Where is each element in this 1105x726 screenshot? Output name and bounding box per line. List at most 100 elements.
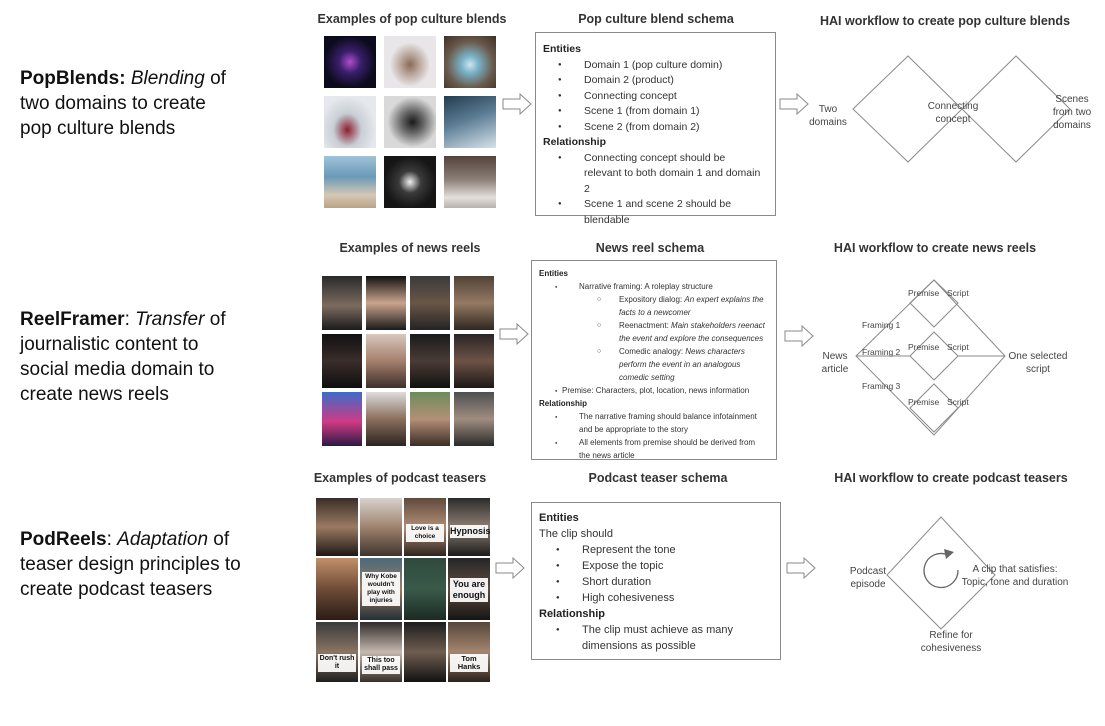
row3-name: PodReels <box>20 529 107 550</box>
row1-wf-left: Two domains <box>809 104 847 128</box>
row2-entities-list: Narrative framing: A roleplay structure … <box>532 280 776 397</box>
pod-thumb-12: Tom Hanks <box>448 622 490 682</box>
row2-sub-3: Comedic analogy: News characters perform… <box>532 345 776 384</box>
row3-wf-right: A clip that satisfies: Topic, tone and d… <box>961 564 1069 588</box>
row3-entity-2: Expose the topic <box>532 558 780 574</box>
pod-caption-kobe: Why Kobe wouldn't play with injuries <box>362 572 400 606</box>
row2-wf-premise-1: Premise <box>908 288 940 298</box>
reel-thumb-11 <box>410 392 450 446</box>
row2-sub-3-label: Comedic analogy: <box>619 347 686 356</box>
row2-wf-framing2: Framing 2 <box>862 347 901 357</box>
blend-thumb-8 <box>384 156 436 208</box>
row2-sub-1-desc: An expert explains the facts to a newcom… <box>619 295 764 317</box>
row3-rel-head: Relationship <box>539 608 606 620</box>
reel-thumb-3 <box>410 276 450 330</box>
row2-rel-head: Relationship <box>539 399 588 408</box>
row3-entity-3: Short duration <box>532 574 780 590</box>
row1-diamond-right <box>961 55 1071 163</box>
row3-cycle-arrowhead <box>944 549 954 559</box>
pod-thumb-8: You are enough <box>448 558 490 620</box>
row1-schema-title: Pop culture blend schema <box>578 12 734 26</box>
row3-entities-list: Represent the tone Expose the topic Shor… <box>532 542 780 606</box>
reel-thumb-1 <box>322 276 362 330</box>
reel-thumb-4 <box>454 276 494 330</box>
pod-caption-rush: Don't rush it <box>318 654 356 672</box>
row1-entity-1: Domain 1 (pop culture domin) <box>536 58 775 74</box>
row3-of: of <box>213 529 230 550</box>
row1-title: PopBlends: Blending of two domains to cr… <box>20 66 300 141</box>
blend-thumb-3 <box>444 36 496 88</box>
row2-sep: : <box>124 309 130 330</box>
row1-line3: pop culture blends <box>20 118 176 139</box>
row1-entity-2: Domain 2 (product) <box>536 73 775 89</box>
row3-workflow-title: HAI workflow to create podcast teasers <box>834 471 1068 485</box>
row1-name: PopBlends: <box>20 68 126 89</box>
row2-sub-1: Expository dialog: An expert explains th… <box>532 293 776 319</box>
row2-inner-diamond-3 <box>909 383 959 433</box>
reel-thumb-7 <box>410 334 450 388</box>
row3-wf-bottom: Refine for cohesiveness <box>920 630 982 654</box>
pod-thumb-5 <box>316 558 358 620</box>
row3-wf-left: Podcast episode <box>849 566 887 590</box>
row3-cycle-arc <box>923 552 959 589</box>
reel-thumb-9 <box>322 392 362 446</box>
pod-thumb-10: This too shall pass <box>360 622 402 682</box>
row2-wf-script-2: Script <box>947 342 969 352</box>
row2-rel-2: All elements from premise should be deri… <box>532 436 776 462</box>
pod-thumb-9: Don't rush it <box>316 622 358 682</box>
row1-entities-head: Entities <box>543 43 581 55</box>
row1-schema-box: Entities Domain 1 (pop culture domin) Do… <box>535 32 776 226</box>
row1-entity-4: Scene 1 (from domain 1) <box>536 104 775 120</box>
reel-thumb-2 <box>366 276 406 330</box>
row1-wf-center: Connecting concept <box>927 101 979 125</box>
row3-schema-title: Podcast teaser schema <box>588 471 728 485</box>
row2-wf-framing3: Framing 3 <box>862 381 901 391</box>
blend-thumb-1 <box>324 36 376 88</box>
pod-caption-hypnosis: Hypnosis <box>450 525 490 538</box>
row2-narrative: Narrative framing: A roleplay structure <box>532 280 776 293</box>
pod-caption-hanks: Tom Hanks <box>450 654 488 672</box>
row2-name: ReelFramer <box>20 309 125 330</box>
blend-thumb-4 <box>324 96 376 148</box>
row1-examples-title: Examples of pop culture blends <box>317 12 507 26</box>
row2-of: of <box>209 309 226 330</box>
row2-sub-2: Reenactment: Main stakeholders reenact t… <box>532 319 776 345</box>
row1-verb: Blending <box>130 68 205 89</box>
row1-rel-2: Scene 1 and scene 2 should be blendable <box>536 197 775 228</box>
pod-caption-love: Love is a choice <box>406 524 444 542</box>
row1-workflow-title: HAI workflow to create pop culture blend… <box>819 14 1071 28</box>
row2-wf-premise-3: Premise <box>908 397 940 407</box>
row1-rel-head: Relationship <box>543 136 607 148</box>
row3-line2: teaser design principles to <box>20 554 241 575</box>
row2-premise: Premise: Characters, plot, location, new… <box>532 384 776 397</box>
row2-sub-2-desc: Main stakeholders reenact the event and … <box>619 321 765 343</box>
row3-rel-list: The clip must achieve as many dimensions… <box>532 622 780 654</box>
row3-diamond <box>886 516 996 630</box>
row2-rel-list: The narrative framing should balance inf… <box>532 410 776 462</box>
row1-rel-list: Connecting concept should be relevant to… <box>536 151 775 229</box>
row2-sub-1-label: Expository dialog: <box>619 295 685 304</box>
row3-arrow-2 <box>786 556 816 580</box>
pod-caption-pass: This too shall pass <box>362 656 400 674</box>
row2-wf-framing1: Framing 1 <box>862 320 901 330</box>
reel-thumb-10 <box>366 392 406 446</box>
row1-wf-right: Scenes from two domains <box>1052 94 1092 131</box>
row3-schema-box: Entities The clip should Represent the t… <box>531 502 781 660</box>
pod-thumb-4: Hypnosis <box>448 498 490 556</box>
row1-rel-1: Connecting concept should be relevant to… <box>536 151 775 198</box>
row2-line4: create news reels <box>20 384 169 405</box>
row2-title: ReelFramer: Transfer of journalistic con… <box>20 307 300 407</box>
row2-schema-title: News reel schema <box>595 241 705 255</box>
reel-thumb-6 <box>366 334 406 388</box>
row3-line3: create podcast teasers <box>20 579 213 600</box>
row2-line3: social media domain to <box>20 359 215 380</box>
row2-workflow-title: HAI workflow to create news reels <box>833 241 1037 255</box>
row2-wf-premise-2: Premise <box>908 342 940 352</box>
row2-wf-right: One selected script <box>1008 351 1068 375</box>
row2-line2: journalistic content to <box>20 334 199 355</box>
row1-entity-5: Scene 2 (from domain 2) <box>536 120 775 136</box>
pod-thumb-2 <box>360 498 402 556</box>
row3-entity-1: Represent the tone <box>532 542 780 558</box>
row2-wf-script-1: Script <box>947 288 969 298</box>
